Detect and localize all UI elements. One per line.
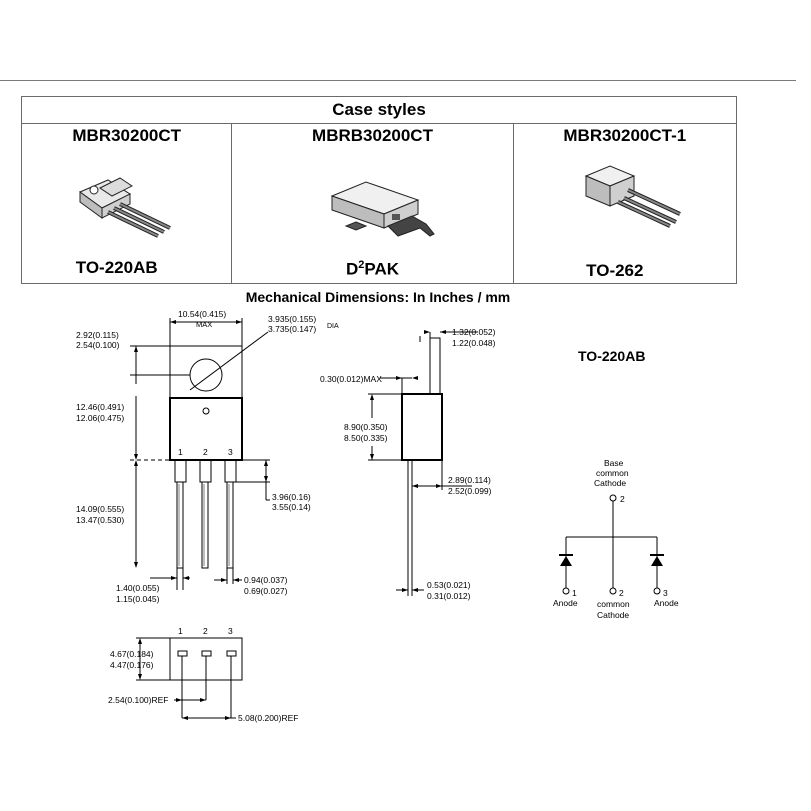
bottom-pin-label-2: 2: [203, 626, 208, 636]
dim-lead-b: 13.47(0.530): [76, 515, 124, 525]
front-pin-3: [226, 481, 234, 569]
part-number: MBRB30200CT: [312, 126, 433, 145]
case-styles-table: Case styles MBR30200CT TO-220AB MBRB3020…: [21, 96, 737, 284]
front-pin-1: [176, 481, 184, 569]
dim-pinwidth-b: 1.15(0.045): [116, 594, 160, 604]
schematic-top-pin: 2: [620, 494, 625, 504]
side-tab-outline: [429, 337, 441, 395]
side-dim-gap: 0.30(0.012)MAX: [320, 374, 382, 384]
schematic-pin2-num: 2: [619, 588, 624, 598]
schematic-base-3: Cathode: [594, 478, 626, 488]
bottom-dim-span: 5.08(0.200)REF: [238, 713, 298, 723]
front-tab-outline: [169, 345, 243, 399]
bottom-pin-3: [226, 650, 237, 657]
side-dim-tab-b: 1.22(0.048): [452, 338, 496, 348]
schematic-terminal-2: [609, 494, 617, 502]
schematic-pin1-num: 1: [572, 588, 577, 598]
package-name: D2PAK: [345, 259, 400, 279]
pin-label-3: 3: [228, 447, 233, 457]
case-column-to220ab: MBR30200CT TO-220AB: [22, 124, 233, 284]
case-styles-header: Case styles: [22, 97, 736, 124]
dim-shoulder-b: 3.55(0.14): [272, 502, 311, 512]
bottom-pin-1: [177, 650, 188, 657]
bottom-dim-pitch: 2.54(0.100)REF: [108, 695, 168, 705]
dim-pinthick-b: 0.69(0.027): [244, 586, 288, 596]
to220ab-package-icon: [78, 177, 171, 238]
front-pin-2: [201, 481, 209, 569]
package-name: TO-262: [586, 261, 644, 280]
side-dim-body-a: 8.90(0.350): [344, 422, 388, 432]
schematic-terminal-1: [562, 587, 570, 595]
pin-label-1: 1: [178, 447, 183, 457]
diode-1-symbol: [560, 556, 572, 566]
dim-width-a: 10.54(0.415): [178, 309, 226, 319]
side-dim-lead-b: 0.31(0.012): [427, 591, 471, 601]
bottom-dim-depth-a: 4.67(0.184): [110, 649, 154, 659]
package-label: TO-220AB: [578, 348, 646, 364]
bottom-pin-label-3: 3: [228, 626, 233, 636]
pin-label-2: 2: [203, 447, 208, 457]
schematic-terminal-2-bottom: [609, 587, 617, 595]
schematic-base-2: common: [596, 468, 629, 478]
dim-body-a: 12.46(0.491): [76, 402, 124, 412]
package-name: TO-220AB: [75, 258, 158, 277]
schematic-pin1-label: Anode: [553, 598, 578, 608]
dim-tab-a: 2.92(0.115): [76, 330, 119, 340]
bottom-dim-depth-b: 4.47(0.176): [110, 660, 154, 670]
side-dim-offset-a: 2.89(0.114): [448, 475, 491, 485]
mechanical-drawing: 10.54(0.415) MAX 3.935(0.155) 3.735(0.14…: [76, 309, 679, 723]
dim-lead-a: 14.09(0.555): [76, 504, 124, 514]
schematic-pin3-num: 3: [663, 588, 668, 598]
schematic-terminal-3: [653, 587, 661, 595]
dim-tab-b: 2.54(0.100): [76, 340, 120, 350]
mechanical-dimensions-title: Mechanical Dimensions: In Inches / mm: [245, 289, 511, 305]
case-column-d2pak: MBRB30200CT D2PAK: [232, 124, 514, 284]
dim-hole-c: DIA: [327, 323, 339, 330]
side-dim-offset-b: 2.52(0.099): [448, 486, 492, 496]
dim-pinthick-a: 0.94(0.037): [244, 575, 288, 585]
side-dim-lead-a: 0.53(0.021): [427, 580, 471, 590]
dim-shoulder-a: 3.96(0.16): [272, 492, 311, 502]
dim-hole-a: 3.935(0.155): [268, 314, 316, 324]
to262-package-icon: [584, 165, 681, 228]
dim-pinwidth-a: 1.40(0.055): [116, 583, 160, 593]
case-column-to262: MBR30200CT-1 TO-262: [514, 124, 736, 284]
ejector-mark: [202, 407, 210, 415]
side-dim-body-b: 8.50(0.335): [344, 433, 388, 443]
dim-body-b: 12.06(0.475): [76, 413, 124, 423]
dim-hole-b: 3.735(0.147): [268, 324, 316, 334]
diode-2-symbol: [651, 556, 663, 566]
part-number: MBR30200CT-1: [563, 126, 687, 145]
top-divider-line: [0, 80, 796, 81]
dim-width-b: MAX: [196, 320, 212, 329]
schematic-pin2-label-1: common: [597, 599, 630, 609]
side-body-outline: [401, 393, 443, 461]
bottom-pin-2: [201, 650, 212, 657]
d2pak-package-icon: [330, 181, 436, 237]
schematic-pin2-label-2: Cathode: [597, 610, 629, 620]
part-number: MBR30200CT: [72, 126, 182, 145]
schematic-base-1: Base: [604, 458, 624, 468]
bottom-pin-label-1: 1: [178, 626, 183, 636]
schematic-pin3-label: Anode: [654, 598, 679, 608]
side-dim-tab-a: 1.32(0.052): [452, 327, 496, 337]
